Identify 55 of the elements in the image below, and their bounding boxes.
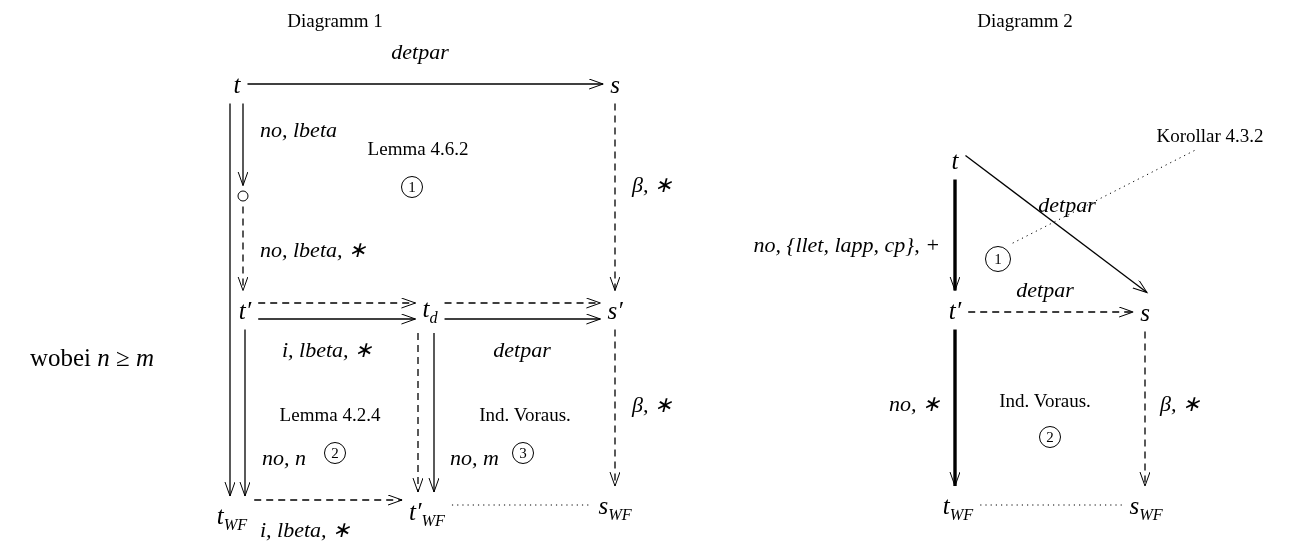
- term-label: t′: [236, 295, 254, 325]
- arrow: [237, 102, 249, 187]
- arrow: [257, 313, 417, 325]
- heading-label: Diagramm 1: [287, 10, 383, 30]
- induction-label: Ind. Voraus.: [999, 390, 1091, 410]
- lemma-label: Lemma 4.2.4: [279, 404, 381, 424]
- induction-label: Ind. Voraus.: [479, 404, 571, 424]
- edge-label: detpar: [1038, 194, 1096, 216]
- edge-label: β, ∗: [1160, 393, 1200, 415]
- lemma-label: Lemma 4.6.2: [367, 138, 469, 158]
- arrow: [239, 328, 251, 497]
- edge-label: detpar: [1016, 279, 1074, 301]
- term-label: t: [231, 69, 243, 99]
- term-label: t′: [946, 295, 964, 325]
- edge-label: i, lbeta, ∗: [259, 519, 351, 541]
- reference-label: Korollar 4.3.2: [1154, 123, 1266, 147]
- arrow: [443, 313, 602, 325]
- arrow: [237, 205, 249, 292]
- term-label: t′$_{WF}$: [407, 497, 447, 531]
- term-label: s$_{WF}$: [1127, 491, 1165, 525]
- arrow: [253, 494, 403, 506]
- arrow: [443, 297, 602, 309]
- arrow: [412, 332, 424, 493]
- arrow: [257, 297, 417, 309]
- edge-label: β, ∗: [632, 394, 672, 416]
- term-label: t$_{d}$: [420, 294, 440, 328]
- term-label: t$_{WF}$: [940, 491, 976, 525]
- edge-label: no, m: [450, 447, 499, 469]
- edge-label: detpar: [493, 339, 551, 361]
- arrow: [428, 332, 440, 493]
- arrow: [224, 102, 236, 497]
- arrow: [609, 102, 621, 292]
- arrow: [949, 179, 961, 291]
- edge-label: β, ∗: [632, 174, 672, 196]
- edge-label: no, lbeta: [260, 119, 337, 141]
- arrow: [609, 328, 621, 487]
- edge-label: no, lbeta, ∗: [260, 239, 366, 261]
- edge-label: i, lbeta, ∗: [281, 339, 373, 361]
- heading-label: Diagramm 2: [977, 10, 1073, 30]
- term-label: s: [608, 69, 622, 99]
- condition-text: wobei n ≥ m: [29, 344, 155, 370]
- arrow: [246, 78, 604, 90]
- arrow: [964, 154, 1148, 294]
- term-label: s$_{WF}$: [596, 491, 634, 525]
- term-label: s: [1138, 297, 1152, 327]
- term-label: t: [949, 145, 961, 175]
- edge-label: no, {llet, lapp, cp}, +: [753, 234, 940, 256]
- term-label: s′: [605, 295, 625, 325]
- term-label: t$_{WF}$: [214, 501, 250, 535]
- edge-label: detpar: [391, 41, 449, 63]
- arrow: [967, 306, 1134, 318]
- edge-label: no, ∗: [889, 393, 940, 415]
- arrow: [949, 329, 961, 487]
- edge-label: no, n: [262, 447, 306, 469]
- arrow: [1139, 330, 1151, 487]
